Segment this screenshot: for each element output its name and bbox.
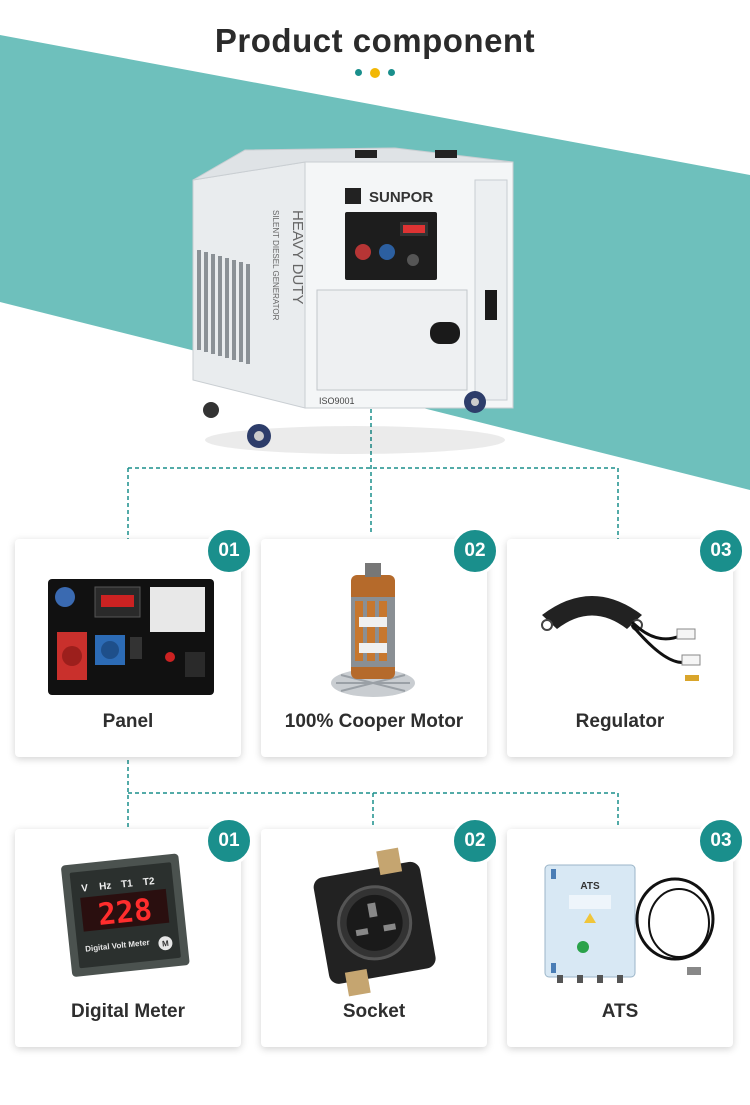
page-title: Product component xyxy=(214,22,536,59)
regulator-icon xyxy=(541,596,701,681)
svg-text:T1: T1 xyxy=(121,878,134,890)
card-number-badge: 02 xyxy=(451,817,499,865)
card-label: Panel xyxy=(102,711,154,732)
card-label: 100% Cooper Motor xyxy=(284,711,464,732)
component-card-motor: 02 100% Cooper Motor xyxy=(261,527,499,757)
svg-text:ATS: ATS xyxy=(580,881,600,892)
card-number-badge: 01 xyxy=(205,817,253,865)
component-card-ats: 03 ATS ATS xyxy=(507,817,745,1047)
svg-text:SUNPOR: SUNPOR xyxy=(369,189,433,206)
svg-text:V: V xyxy=(81,883,89,895)
title-dots xyxy=(0,64,750,82)
generator-image: SUNPOR HEAVY DUTY SILENT DIESEL GENERATO… xyxy=(192,147,514,454)
card-label: Digital Meter xyxy=(70,1001,186,1022)
svg-text:M: M xyxy=(162,939,170,949)
card-number-badge: 03 xyxy=(697,817,745,865)
svg-text:T2: T2 xyxy=(142,876,155,888)
component-card-regulator: 03 Regulator xyxy=(507,527,745,757)
component-card-panel: 01 Panel xyxy=(15,527,253,757)
card-number-badge: 02 xyxy=(451,527,499,575)
motor-icon xyxy=(331,563,415,697)
card-number-badge: 03 xyxy=(697,527,745,575)
digital-meter-icon: V Hz T1 T2 228 Digital Volt Meter M xyxy=(61,853,190,977)
component-card-socket: 02 Socket xyxy=(261,817,499,1047)
control-panel-icon xyxy=(48,579,214,695)
card-label: ATS xyxy=(601,1001,639,1022)
card-number-badge: 01 xyxy=(205,527,253,575)
sunpor-logo-icon: SUNPOR xyxy=(345,188,433,206)
ats-icon: ATS xyxy=(544,864,715,983)
card-label: Socket xyxy=(342,1001,406,1022)
svg-text:ISO9001: ISO9001 xyxy=(319,396,355,406)
svg-text:Hz: Hz xyxy=(99,881,112,893)
svg-text:SILENT DIESEL GENERATOR: SILENT DIESEL GENERATOR xyxy=(271,210,280,321)
component-card-digital-meter: 01 V Hz T1 T2 228 Digital Volt Meter M D… xyxy=(15,817,253,1047)
card-label: Regulator xyxy=(575,711,665,732)
svg-text:HEAVY DUTY: HEAVY DUTY xyxy=(289,210,306,304)
svg-text:228: 228 xyxy=(96,893,154,933)
socket-icon xyxy=(313,847,436,997)
